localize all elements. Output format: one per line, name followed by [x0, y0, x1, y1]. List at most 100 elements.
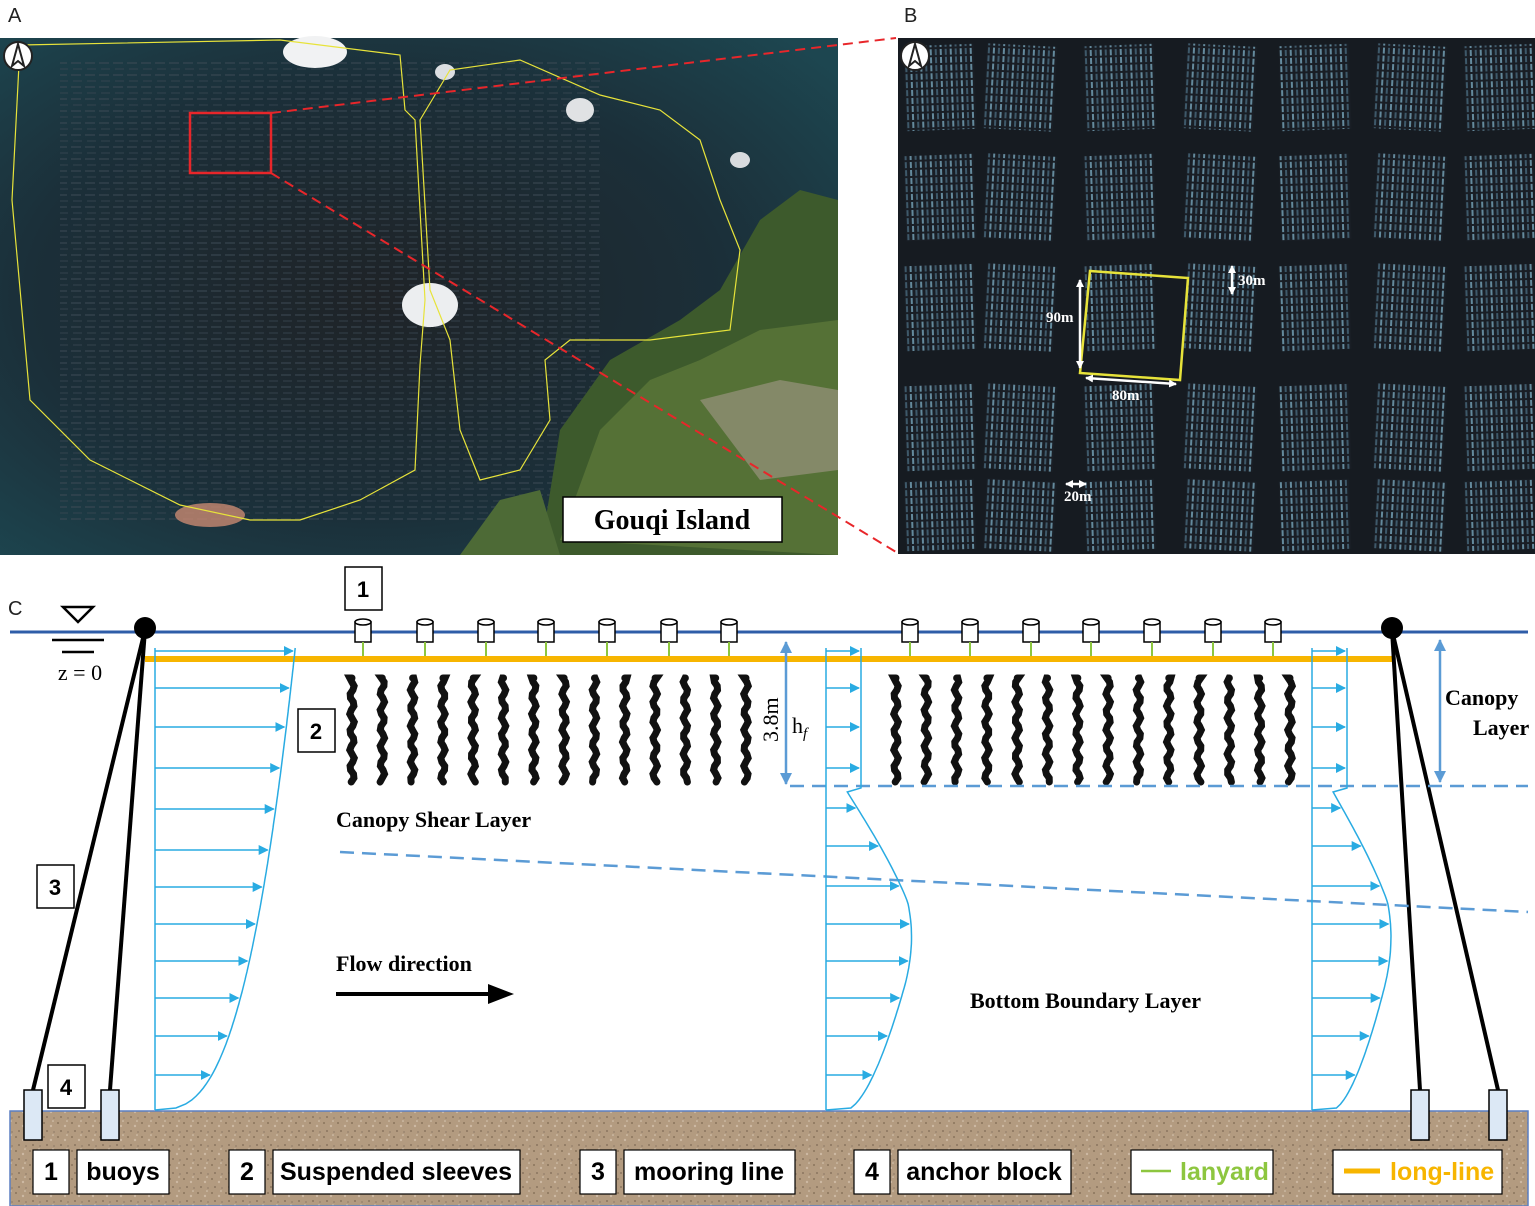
farm-block [1083, 478, 1157, 552]
suspended-sleeve [344, 674, 359, 786]
farm-blocks [903, 43, 1535, 552]
zone-outline [11, 39, 426, 521]
callout-1: 1 [344, 566, 383, 611]
farm-block [982, 153, 1058, 242]
legend-item-lanyard: lanyard [1130, 1149, 1274, 1195]
north-arrow-icon [3, 40, 33, 71]
farm-block [1278, 383, 1352, 472]
farm-block [1463, 43, 1535, 132]
suspended-sleeve [437, 674, 451, 786]
velocity-profile [1311, 646, 1392, 1111]
suspended-sleeve [526, 674, 540, 786]
islet [175, 503, 245, 527]
cloud [402, 283, 458, 327]
farm-block [1182, 383, 1258, 472]
buoy-icon [1264, 618, 1282, 643]
legend-item-mooring-line: 3 mooring line [579, 1149, 796, 1195]
farm-block [1278, 263, 1352, 352]
zone-outline [419, 59, 741, 481]
svg-text:1: 1 [44, 1158, 58, 1186]
farm-block [1463, 153, 1535, 242]
svg-text:1: 1 [357, 577, 369, 602]
buoy-icon [1022, 618, 1040, 643]
suspended-sleeve [981, 674, 995, 786]
north-arrow-icon [900, 40, 930, 71]
suspended-sleeve [1099, 674, 1115, 786]
shear-layer-boundary [339, 850, 1529, 914]
svg-text:2: 2 [310, 719, 322, 744]
gap-horizontal-label: 20m [1064, 489, 1092, 505]
inset-connector [270, 37, 897, 114]
suspended-sleeve [737, 674, 753, 786]
farm-block [1373, 478, 1447, 552]
canopy-layer-label-1: Canopy [1445, 685, 1518, 710]
buoy-icon [660, 618, 678, 643]
panel-b-letter: B [904, 5, 917, 27]
suspended-sleeve [1253, 674, 1266, 786]
farm-block [1372, 153, 1448, 242]
farm-block [1083, 43, 1157, 132]
suspended-sleeve [374, 674, 389, 786]
suspended-sleeve [679, 674, 692, 786]
gap-vertical-label: 30m [1238, 273, 1266, 289]
town-area [700, 380, 838, 480]
inset-box [188, 111, 273, 175]
svg-text:long-line: long-line [1390, 1158, 1494, 1186]
suspended-sleeve [406, 674, 419, 786]
farm-block [1372, 263, 1448, 352]
svg-text:3: 3 [591, 1158, 605, 1186]
callout-3: 3 [36, 864, 75, 909]
suspended-sleeve [918, 674, 933, 786]
farm-block [903, 478, 977, 552]
farm-block [903, 263, 977, 352]
buoy-icon [1082, 618, 1100, 643]
farm-block [903, 153, 977, 242]
flow-direction-arrow [336, 984, 514, 1004]
farm-block [983, 478, 1057, 552]
panel-b: B 90m 80m 30m 20m [898, 5, 1535, 554]
place-label: Gouqi Island [594, 505, 751, 536]
suspended-sleeve [1193, 674, 1208, 786]
suspended-sleeve [1041, 674, 1054, 786]
buoy-icon [901, 618, 919, 643]
suspended-sleeve [555, 674, 571, 786]
svg-text:lanyard: lanyard [1180, 1158, 1269, 1186]
suspended-sleeve [588, 674, 601, 786]
aquaculture-rafts [60, 60, 600, 520]
place-label-box [562, 496, 783, 543]
callout-4: 4 [47, 1064, 86, 1109]
width-dimension-arrow [1085, 374, 1177, 388]
panel-c-letter: C [8, 598, 22, 620]
suspended-sleeve [1070, 674, 1084, 786]
legend-item-buoys: 1 buoys [32, 1149, 170, 1195]
panel-c: C z = 0 [8, 566, 1529, 1206]
buoy-icon [1143, 618, 1161, 643]
svg-text:mooring line: mooring line [634, 1158, 784, 1186]
svg-text:4: 4 [865, 1158, 879, 1186]
height-dimension-label: 90m [1046, 310, 1074, 326]
flow-direction-label: Flow direction [336, 951, 472, 976]
buoy-icon [961, 618, 979, 643]
svg-text:Suspended sleeves: Suspended sleeves [280, 1158, 512, 1186]
canopy-depth-label: 3.8m [758, 697, 783, 742]
buoy-icon [1204, 618, 1222, 643]
velocity-profile [154, 646, 296, 1111]
farm-block [982, 263, 1058, 352]
svg-text:3: 3 [49, 875, 61, 900]
hf-symbol: hf [792, 713, 809, 742]
farm-block [1083, 383, 1157, 472]
cloud [283, 36, 347, 68]
surface-datum-label: z = 0 [58, 660, 102, 685]
suspended-sleeve [1162, 674, 1176, 786]
svg-text:2: 2 [240, 1158, 254, 1186]
buoy-icon [598, 618, 616, 643]
svg-text:buoys: buoys [86, 1158, 160, 1186]
legend: 1 buoys 2 Suspended sleeves 3 mooring li… [32, 1149, 1503, 1195]
farm-block [1278, 153, 1352, 242]
farm-block [1182, 43, 1258, 132]
farm-block [1182, 263, 1258, 352]
suspended-sleeve [709, 674, 722, 786]
suspended-sleeve [1132, 674, 1145, 786]
svg-text:anchor block: anchor block [906, 1158, 1062, 1186]
